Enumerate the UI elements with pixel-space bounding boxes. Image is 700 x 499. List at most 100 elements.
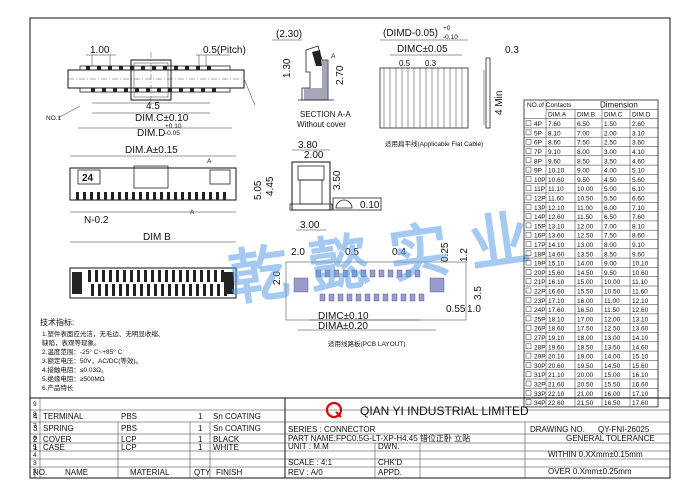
- bom-cell: LCP: [121, 435, 137, 444]
- pin-front: [125, 192, 128, 200]
- pin-bottom: [214, 270, 217, 282]
- pin-front: [83, 192, 86, 200]
- row-checkbox: [525, 390, 532, 396]
- pin-front: [104, 192, 107, 200]
- pin-front: [153, 192, 156, 200]
- cable-4min: 4 Min: [494, 91, 505, 115]
- dim-table-cell: 13.60: [632, 326, 649, 333]
- dim-table-cell: 7.50: [604, 233, 617, 240]
- dim-table-cell: 17.60: [632, 400, 649, 407]
- bom-cell: WHITE: [213, 443, 239, 452]
- row-number: 5: [33, 444, 37, 451]
- pin-front: [181, 192, 184, 200]
- svg-text:-0.05: -0.05: [165, 130, 180, 137]
- row-checkbox: [525, 399, 532, 405]
- pcb-pad: [333, 269, 340, 278]
- pin-bottom: [88, 270, 91, 282]
- pin-top: [86, 66, 90, 70]
- dim-table-cell: 3.50: [604, 158, 617, 165]
- pin-top: [190, 88, 194, 92]
- dim-table-cell: 19.10: [548, 335, 565, 342]
- pcb-pad: [400, 293, 407, 302]
- pin-bottom: [147, 284, 150, 296]
- pin-top: [212, 88, 216, 92]
- svg-text:0.10: 0.10: [360, 200, 380, 211]
- pin-bottom: [196, 284, 199, 296]
- dim-table-cell: 29P: [534, 354, 546, 361]
- bom-cell: 1: [198, 443, 203, 452]
- row-checkbox: [525, 269, 532, 275]
- dim-table-cell: 21.10: [548, 372, 565, 379]
- pin-front: [174, 192, 177, 200]
- note-line: 缺陷，表观等现象。: [42, 338, 101, 347]
- dim-table-cell: 25P: [534, 316, 546, 323]
- note-line: 3.额定电压：50V，AC/DC(等效)。: [42, 356, 142, 365]
- bom-cell: SPRING: [43, 424, 74, 433]
- row-checkbox: [525, 250, 532, 257]
- dim-table-cell: 15.00: [604, 372, 621, 379]
- dim-table-cell: 5.60: [632, 177, 645, 184]
- pin-bottom: [140, 284, 143, 296]
- pin-front: [188, 192, 191, 200]
- tolerance-over: OVER 0.Xmm±0.25mm: [548, 467, 632, 476]
- dim-table-cell: 5P: [534, 130, 542, 137]
- row-checkbox: [525, 371, 532, 377]
- pin-front: [97, 192, 100, 200]
- dim-table-cell: 7.50: [577, 140, 590, 147]
- dim-table-header: DIM.A: [548, 111, 567, 118]
- dim-c-top: DIM.C±0.10: [135, 113, 189, 124]
- pin-bottom: [133, 284, 136, 296]
- dim-table-cell: 10.10: [548, 168, 565, 175]
- dim-table-cell: 16P: [534, 233, 546, 240]
- dim-table-cell: 15P: [534, 223, 546, 230]
- row-checkbox: [525, 166, 532, 173]
- svg-text:GENERAL TOLERANCE: GENERAL TOLERANCE: [566, 434, 655, 443]
- row-checkbox: [525, 380, 532, 387]
- dim-table-cell: 6P: [534, 140, 542, 147]
- side-view: 3.80 2.00 5.05 4.45 3.50 0.10 3.00: [253, 140, 382, 231]
- pin-bottom: [158, 270, 161, 282]
- dim-table-cell: 15.10: [548, 261, 565, 268]
- pcb-pad: [337, 293, 344, 302]
- svg-text:4.45: 4.45: [265, 176, 276, 196]
- row-checkbox: [525, 213, 532, 219]
- bom-cell: 2: [33, 435, 38, 444]
- dim-table-cell: 10.60: [632, 270, 649, 277]
- dim-table-cell: 16.10: [548, 279, 565, 286]
- bom-cell: COVER: [43, 435, 72, 444]
- dim-table-cell: 11.50: [577, 214, 593, 221]
- dim-table-cell: 9.10: [632, 242, 645, 249]
- pin-top: [185, 66, 189, 70]
- pin-front: [146, 192, 149, 200]
- pin-bottom: [116, 270, 119, 282]
- pcb-pad: [342, 269, 349, 278]
- dim-table-cell: 11.60: [632, 289, 648, 296]
- pin-bottom: [126, 284, 129, 296]
- pin-bottom: [105, 284, 108, 296]
- dim-table-cell: 8.00: [604, 242, 617, 249]
- front-view: DIM.A±0.15 A 24 N-0.2 A DIM B: [69, 145, 237, 243]
- dim-table-cell: 5.50: [604, 196, 617, 203]
- dim-table-cell: 9.00: [604, 261, 617, 268]
- pin-front: [216, 192, 219, 200]
- row-checkbox: [525, 306, 532, 312]
- pin-bottom: [224, 284, 227, 296]
- pin-top: [152, 66, 156, 70]
- dim-table-cell: 13.00: [604, 335, 621, 342]
- pin-bottom: [112, 284, 115, 296]
- pcb-pad: [391, 293, 398, 302]
- dim-table-cell: 13.50: [577, 251, 594, 258]
- company-name: QIAN YI INDUSTRIAL LIMITED: [360, 404, 529, 418]
- dim-table-cell: 23P: [534, 298, 546, 305]
- dim-table-cell: 12.00: [577, 223, 594, 230]
- row-checkbox: [525, 231, 532, 238]
- dim-table-cell: 5.00: [604, 186, 617, 193]
- dim-2-30: (2.30): [276, 29, 302, 40]
- pin-bottom: [193, 270, 196, 282]
- dim-d-top: DIM.D: [137, 128, 165, 139]
- dim-table-cell: 15.50: [577, 289, 594, 296]
- svg-text:-0.10: -0.10: [443, 34, 458, 41]
- technical-notes: 技术指标: 1.塑件表面应光洁，无毛边、无明显收缩、缺陷，表观等现象。2.温度范…: [40, 317, 164, 392]
- pcb-pad: [409, 293, 416, 302]
- dim-table-cell: 17.10: [632, 391, 649, 398]
